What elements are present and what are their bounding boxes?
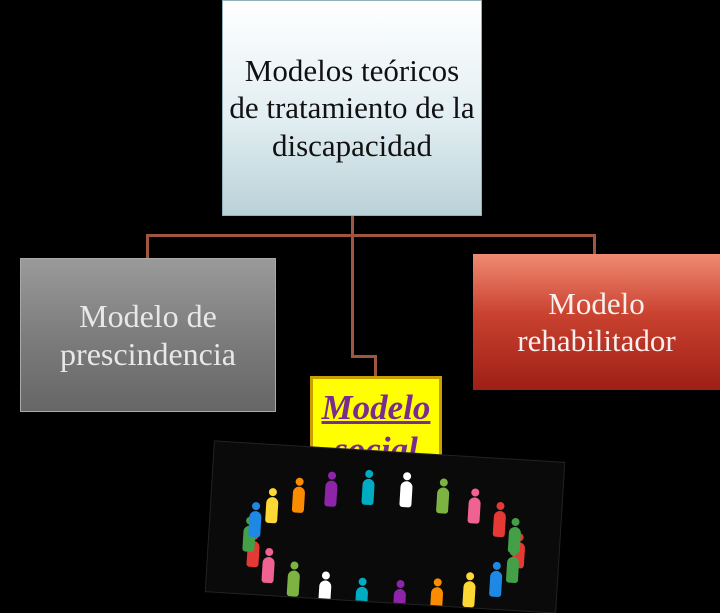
- connector-middle-to-social: [374, 355, 377, 377]
- person-figure: [467, 497, 482, 525]
- person-figure: [436, 487, 450, 514]
- connector-root-down: [351, 216, 354, 236]
- person-figure: [361, 478, 375, 505]
- connector-right-down: [593, 234, 596, 255]
- node-prescindencia-label: Modelo de prescindencia: [60, 297, 236, 372]
- person-figure: [291, 486, 305, 514]
- node-rehabilitador: Modelo rehabilitador: [473, 254, 720, 390]
- person-figure: [354, 586, 369, 613]
- connector-middle-down: [351, 234, 354, 358]
- person-figure: [505, 556, 519, 584]
- person-figure: [488, 570, 503, 597]
- person-figure: [429, 586, 444, 613]
- person-figure: [286, 569, 300, 597]
- person-figure: [462, 580, 477, 608]
- person-figure: [317, 580, 332, 607]
- connector-left-down: [146, 234, 149, 259]
- person-figure: [261, 556, 276, 584]
- person-figure: [399, 480, 414, 508]
- node-rehabilitador-label: Modelo rehabilitador: [517, 285, 676, 358]
- people-circle-picture: [205, 441, 565, 613]
- root-node: Modelos teóricos de tratamiento de la di…: [222, 0, 482, 216]
- person-figure: [392, 589, 407, 613]
- connector-horizontal: [146, 234, 596, 237]
- person-figure: [492, 510, 506, 538]
- person-figure: [507, 526, 521, 553]
- person-figure: [324, 480, 338, 507]
- connector-middle-elbow: [351, 355, 377, 358]
- root-node-label: Modelos teóricos de tratamiento de la di…: [229, 53, 475, 163]
- node-prescindencia: Modelo de prescindencia: [20, 258, 276, 412]
- person-figure: [265, 496, 280, 524]
- person-figure: [248, 510, 263, 537]
